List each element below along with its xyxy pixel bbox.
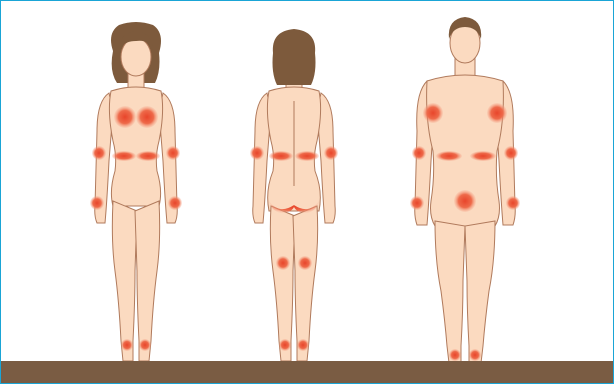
left-leg xyxy=(270,206,295,361)
ground-strip xyxy=(1,361,613,383)
female-front-figure xyxy=(61,1,211,384)
torso xyxy=(109,87,162,206)
right-leg xyxy=(465,221,495,363)
right-leg xyxy=(135,201,160,361)
left-leg xyxy=(112,201,137,361)
hair xyxy=(273,29,316,85)
left-leg xyxy=(435,221,465,363)
male-front-figure xyxy=(391,1,541,384)
right-leg xyxy=(293,206,318,361)
female-back-figure xyxy=(219,1,369,384)
